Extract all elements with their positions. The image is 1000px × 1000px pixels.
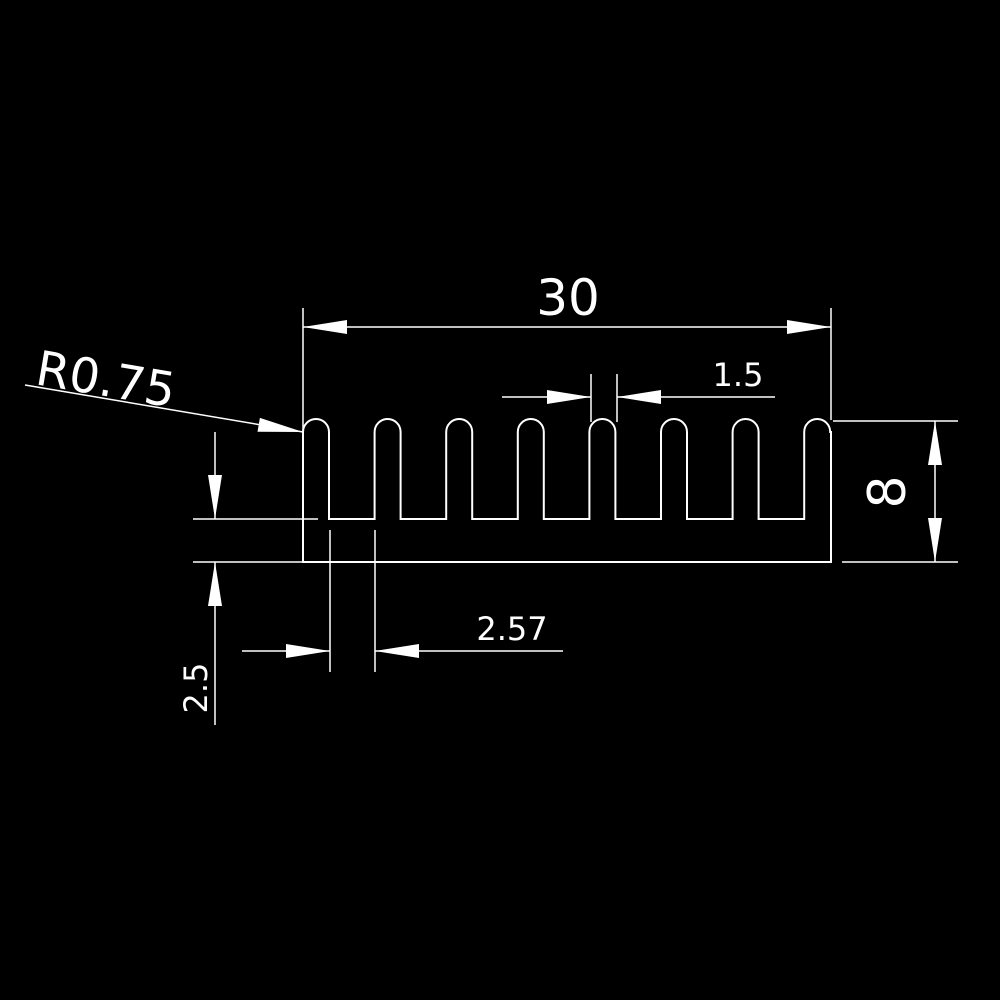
arrow-radius [257,417,303,432]
arrow-pitch-right [375,644,419,658]
arrow-height-bottom [928,518,942,562]
arrow-pitch-left [286,644,330,658]
dim-fin-thickness: 1.5 [502,356,775,422]
arrow-base-top [208,475,222,519]
arrow-fin-right [617,390,661,404]
fin-pitch-label: 2.57 [476,610,547,648]
arrow-left [303,320,347,334]
dim-fin-pitch: 2.57 [242,530,563,672]
width-label: 30 [536,269,600,327]
dim-base-thickness: 2.5 [177,432,318,725]
heatsink-profile [302,418,832,563]
dim-fin-radius: R0.75 [24,341,304,433]
arrow-height-top [928,421,942,465]
radius-leader [24,384,304,433]
base-thickness-label: 2.5 [177,663,215,714]
dim-height: 8 [833,420,958,563]
arrow-right [787,320,831,334]
arrow-fin-left [547,390,591,404]
dim-overall-width: 30 [302,269,832,562]
fin-thickness-label: 1.5 [713,356,764,394]
arrow-base-bottom [208,562,222,606]
height-label: 8 [858,475,918,508]
radius-label: R0.75 [32,341,180,420]
